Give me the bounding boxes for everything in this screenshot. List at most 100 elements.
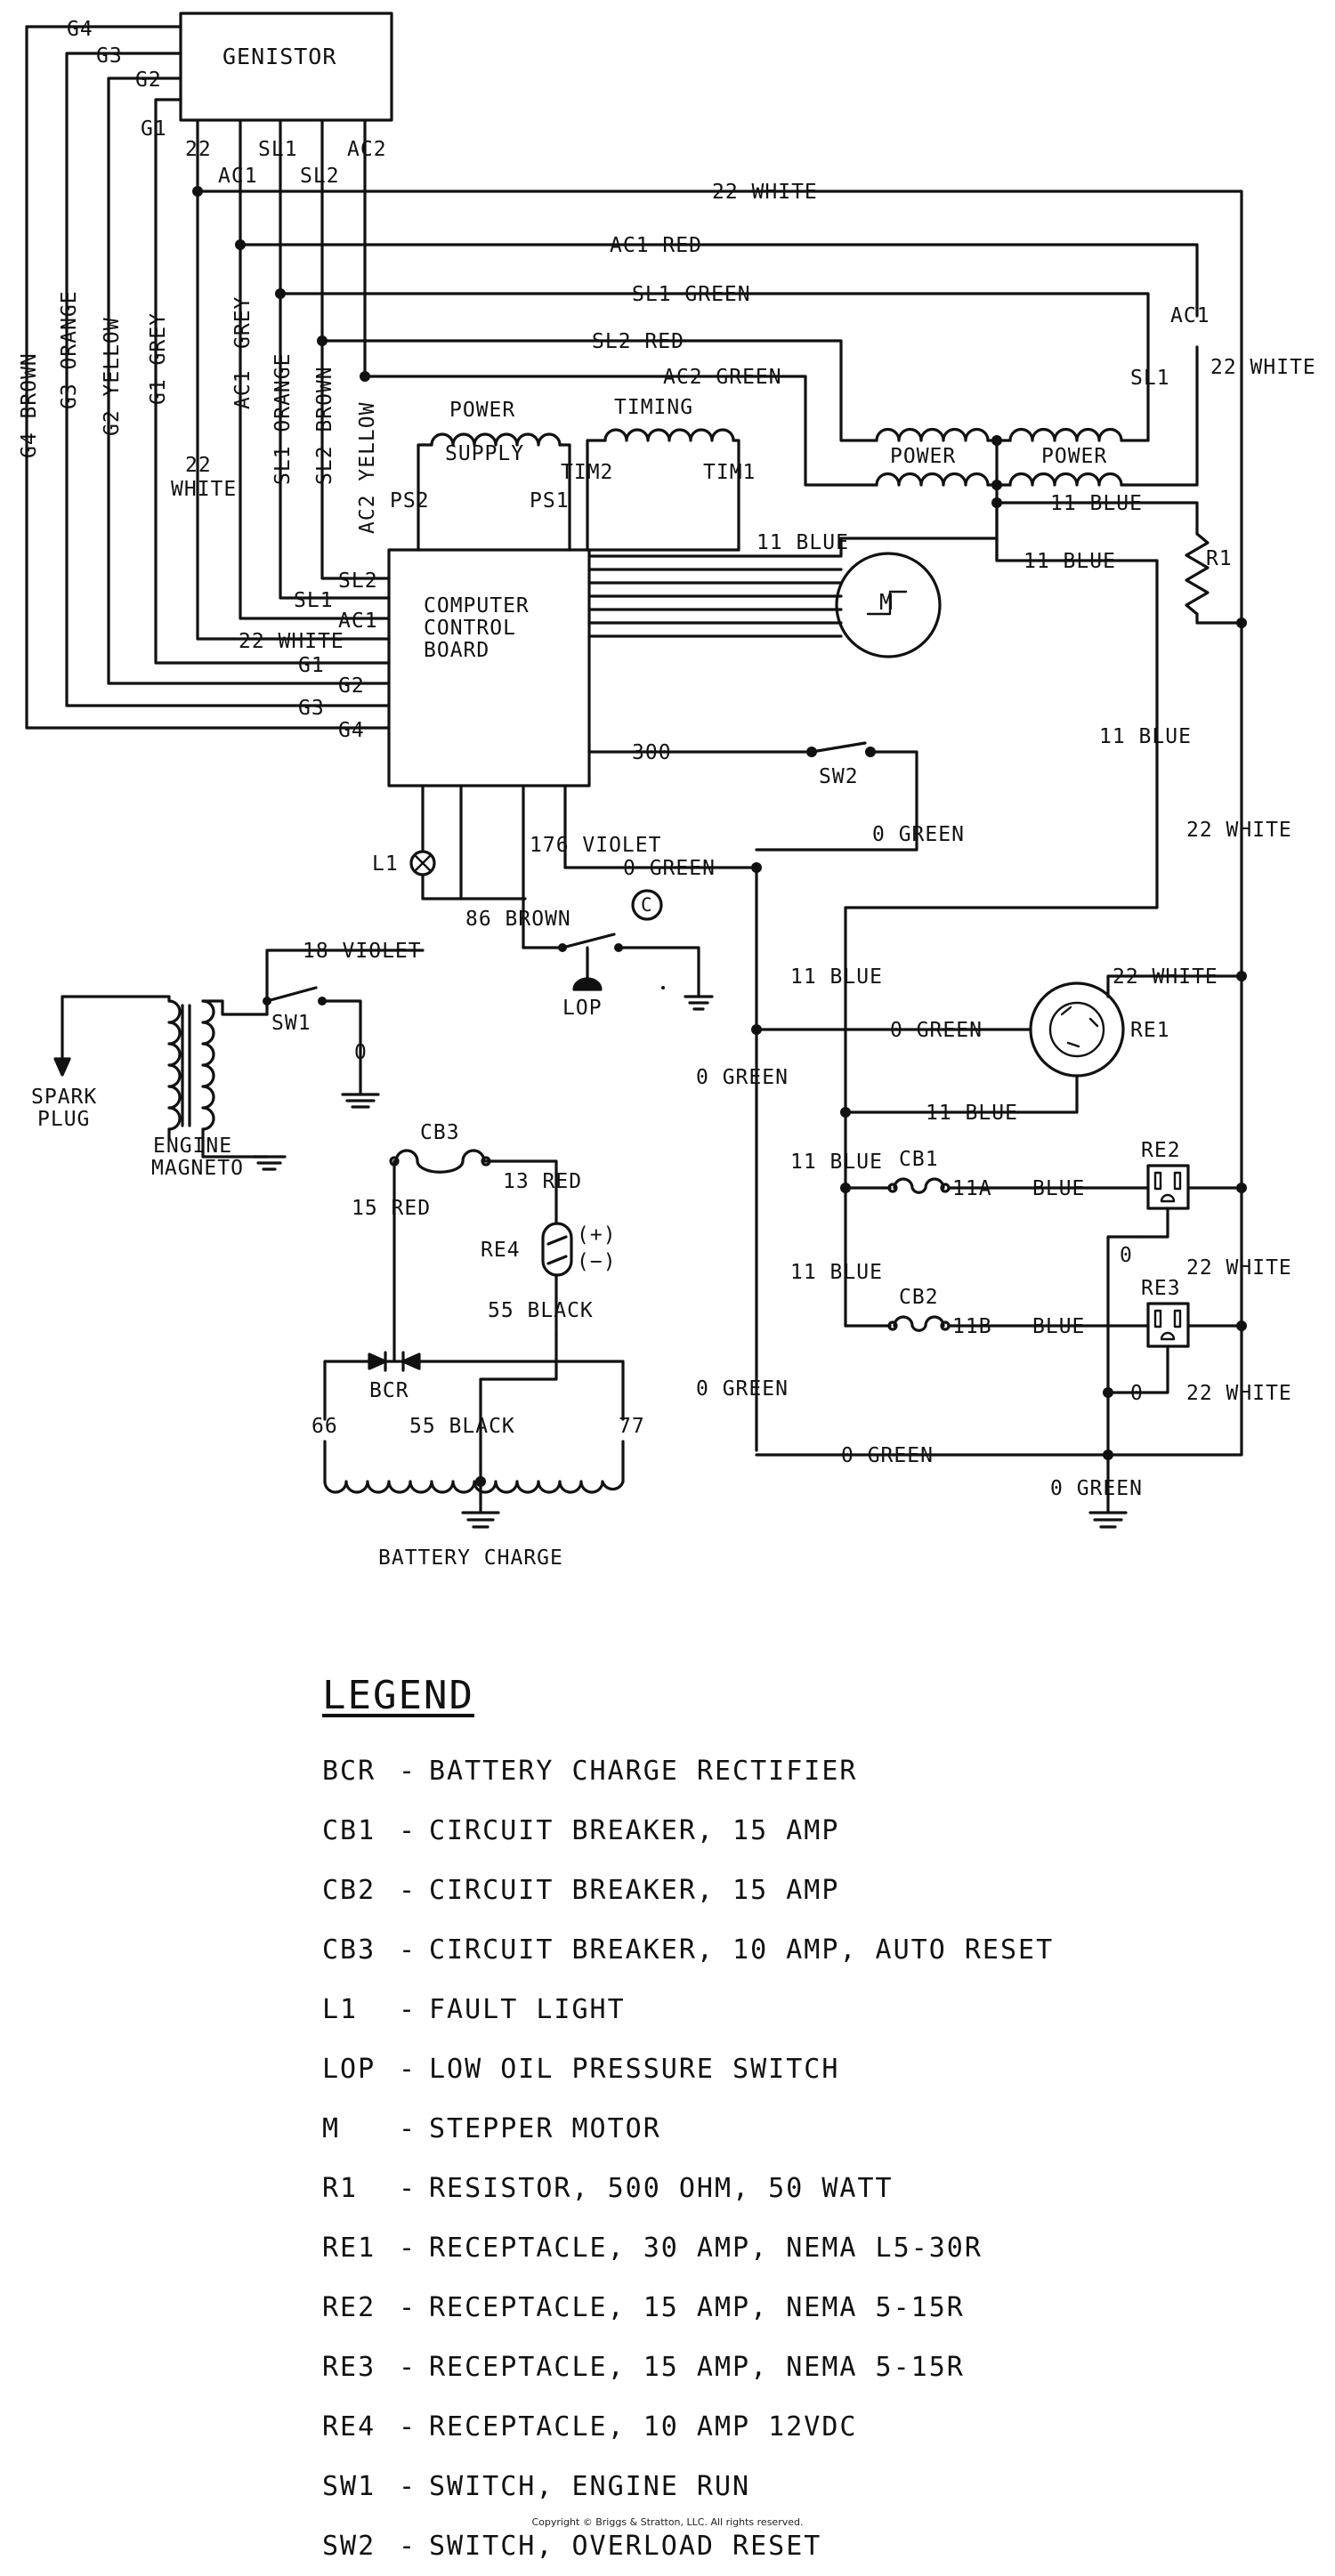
legend-separator: - (398, 2411, 417, 2443)
label-11-blue-cb2: 11 BLUE (790, 1261, 883, 1284)
legend-separator: - (398, 2054, 417, 2085)
wire-11-blue-r1 (995, 501, 1199, 536)
legend-description: CIRCUIT BREAKER, 10 AMP, AUTO RESET (429, 1934, 1055, 1966)
legend-description: LOW OIL PRESSURE SWITCH (429, 2054, 840, 2085)
label-55-black-a: 55 BLACK (488, 1299, 594, 1322)
terminal-tim2: TIM2 (561, 461, 613, 484)
legend-code: CB3 (322, 1934, 376, 1966)
label-22-white-right: 22 WHITE (1210, 356, 1316, 379)
terminal-ac1-r: AC1 (1170, 304, 1210, 327)
legend-code: RE2 (322, 2292, 376, 2323)
legend-item: RE3-RECEPTACLE, 15 AMP, NEMA 5-15R (322, 2338, 1301, 2397)
legend-item: RE4-RECEPTACLE, 10 AMP 12VDC (322, 2397, 1301, 2457)
terminal-tim1: TIM1 (703, 461, 756, 484)
label-11-blue-d: 11 BLUE (1099, 725, 1192, 748)
legend-separator: - (398, 2292, 417, 2323)
label-86-brown: 86 BROWN (465, 908, 571, 931)
legend-code: L1 (322, 1994, 359, 2025)
legend-separator: - (398, 2113, 417, 2144)
wire-11-blue-main (844, 559, 1159, 1328)
r1-label: R1 (1206, 547, 1233, 570)
label-ac1-red: AC1 RED (610, 234, 702, 257)
label-sl2-red: SL2 RED (592, 330, 684, 353)
label-15-red: 15 RED (352, 1197, 431, 1220)
legend-description: SWITCH, ENGINE RUN (429, 2471, 751, 2502)
lop-circle (631, 889, 663, 921)
wire-22-white-top (196, 190, 1243, 1328)
power-label-1: POWER (890, 445, 956, 468)
label-white-v: WHITE (171, 478, 237, 501)
power-winding-left-2 (875, 472, 990, 487)
in-sl2: SL2 (338, 569, 378, 593)
wire-11-blue-ccb (587, 537, 999, 558)
label-22-white-re2: 22 WHITE (1186, 1256, 1292, 1280)
legend-description: RECEPTACLE, 10 AMP 12VDC (429, 2411, 858, 2443)
label-11-blue-cb1: 11 BLUE (790, 1151, 883, 1174)
legend-item: RE1-RECEPTACLE, 30 AMP, NEMA L5-30R (322, 2218, 1301, 2278)
sw2-blade (810, 741, 867, 754)
label-0-re2: 0 (1120, 1244, 1133, 1267)
label-blue-cb1: BLUE (1032, 1177, 1085, 1200)
sw2-label: SW2 (819, 765, 859, 788)
wire-ac1-red (239, 243, 1199, 318)
legend: LEGEND BCR-BATTERY CHARGE RECTIFIER CB1 - C… (322, 1673, 1301, 2576)
legend-code: R1 (322, 2173, 359, 2204)
legend-description: RECEPTACLE, 15 AMP, NEMA 5-15R (429, 2292, 965, 2323)
legend-item: CB2-CIRCUIT BREAKER, 15 AMP (322, 1861, 1301, 1920)
re2-label: RE2 (1141, 1139, 1181, 1162)
label-g1-grey: G1 GREY (147, 312, 170, 405)
label-22-white-top: 22 WHITE (712, 181, 818, 204)
terminal-11a: 11A (952, 1177, 992, 1200)
legend-description: STEPPER MOTOR (429, 2113, 661, 2144)
label-ac1-grey-a: AC1 (231, 369, 255, 409)
re4-minus: (−) (577, 1250, 617, 1273)
legend-item: SW1-SWITCH, ENGINE RUN (322, 2457, 1301, 2516)
genistor-box (179, 12, 393, 122)
label-22-white-mid: 22 WHITE (1186, 819, 1292, 842)
label-55-black-b: 55 BLACK (409, 1415, 515, 1438)
terminal-66: 66 (312, 1415, 338, 1438)
terminal-g4: G4 (67, 18, 93, 41)
legend-code: RE3 (322, 2352, 376, 2383)
legend-separator: - (398, 2471, 417, 2502)
ccb-label-2: CONTROL (424, 617, 516, 640)
wire-ac1-down (239, 118, 391, 620)
label-g2-yellow: G2 YELLOW (101, 317, 124, 436)
legend-description: RECEPTACLE, 15 AMP, NEMA 5-15R (429, 2352, 965, 2383)
legend-code: CB1 (322, 1815, 376, 1846)
timing-label: TIMING (614, 396, 693, 419)
legend-item: BCR-BATTERY CHARGE RECTIFIER (322, 1741, 1301, 1801)
circuit-breaker-cb3 (394, 1149, 486, 1174)
genistor-label: GENISTOR (222, 44, 336, 69)
power-winding-left (875, 427, 990, 442)
legend-separator: - (398, 2173, 417, 2204)
label-0-green-b: 0 GREEN (696, 1066, 789, 1089)
sw1-blade (265, 986, 318, 1003)
wire-g4 (25, 25, 391, 730)
ccb-label-1: COMPUTER (424, 594, 530, 618)
terminal-ps2: PS2 (390, 489, 430, 513)
terminal-ps1: PS1 (530, 489, 570, 513)
in-g3: G3 (298, 697, 325, 720)
motor-label: M (879, 589, 894, 615)
legend-description: BATTERY CHARGE RECTIFIER (429, 1756, 858, 1787)
legend-item: RE2-RECEPTACLE, 15 AMP, NEMA 5-15R (322, 2278, 1301, 2338)
legend-code: SW1 (322, 2471, 376, 2502)
legend-description: CIRCUIT BREAKER, 15 AMP (429, 1875, 840, 1906)
label-sl2-brown: SL2 BROWN (313, 366, 336, 485)
wire-11-blue-down (995, 501, 1159, 562)
label-11-blue-re1: 11 BLUE (926, 1102, 1018, 1125)
cb2-label: CB2 (899, 1286, 939, 1309)
terminal-sl1: SL1 (258, 138, 298, 161)
in-sl1: SL1 (294, 589, 334, 612)
label-g3-orange: G3 ORANGE (58, 290, 81, 409)
terminal-g1: G1 (141, 117, 167, 141)
wire-ps2 (417, 443, 433, 552)
label-11-blue-b: 11 BLUE (1050, 492, 1143, 515)
label-0-green-re1: 0 GREEN (890, 1019, 983, 1042)
wire-sl2-down (320, 118, 391, 580)
legend-title: LEGEND (322, 1673, 474, 1718)
legend-item: M-STEPPER MOTOR (322, 2099, 1301, 2159)
legend-list: BCR-BATTERY CHARGE RECTIFIER CB1 - CIRCUIT … (322, 1741, 1301, 2576)
label-0-green-bottom: 0 GREEN (841, 1444, 934, 1467)
